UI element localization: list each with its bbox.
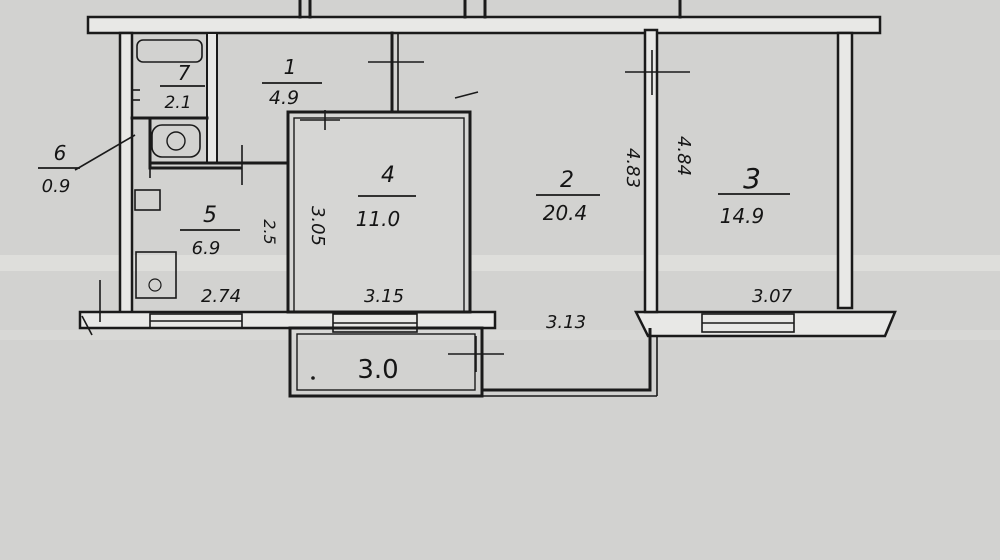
balcony-area: 3.0 — [357, 355, 398, 385]
room-1-number: 1 — [284, 55, 297, 79]
kitchen-width-dimension: 2.74 — [201, 286, 241, 307]
room-7-area: 2.1 — [164, 93, 191, 113]
kitchen-depth-dimension: 2.5 — [260, 219, 279, 244]
room-6-number: 6 — [54, 141, 67, 165]
room-6-area: 0.9 — [42, 176, 71, 197]
room-3-width-dimension: 3.07 — [752, 286, 793, 307]
interior-walls — [130, 28, 659, 314]
room-3-depth-dimension: 4.84 — [673, 136, 694, 176]
room-6-leader-line — [74, 134, 136, 171]
room-2-number: 2 — [560, 168, 574, 193]
bathroom-fixtures — [132, 39, 203, 299]
balcony — [288, 326, 658, 398]
exterior-walls — [78, 0, 897, 338]
door-markers — [81, 50, 690, 372]
room-4-area: 11.0 — [356, 207, 401, 231]
room-3-area: 14.9 — [720, 204, 765, 228]
paper-fold-line-2 — [0, 330, 1000, 340]
room-2-width-dimension: 3.13 — [546, 312, 586, 333]
windows — [149, 313, 795, 333]
room-7-number: 7 — [178, 61, 191, 85]
room-1-area: 4.9 — [269, 87, 299, 109]
room-4-width-dimension: 3.15 — [364, 286, 404, 307]
room-5-number: 5 — [203, 203, 217, 228]
room-3-number: 3 — [743, 162, 761, 195]
room-label-bars — [38, 82, 790, 231]
room-4-depth-dimension: 3.05 — [307, 206, 328, 246]
room-4-number: 4 — [381, 163, 395, 188]
toilet-icon — [151, 124, 201, 158]
sink-icon — [134, 189, 161, 211]
room-2-depth-dimension: 4.83 — [622, 148, 643, 188]
room-2-area: 20.4 — [543, 201, 588, 225]
bathtub-icon — [136, 39, 203, 63]
stove-icon — [135, 251, 177, 299]
paper-fold-line — [0, 255, 1000, 271]
room-5-area: 6.9 — [192, 238, 221, 259]
